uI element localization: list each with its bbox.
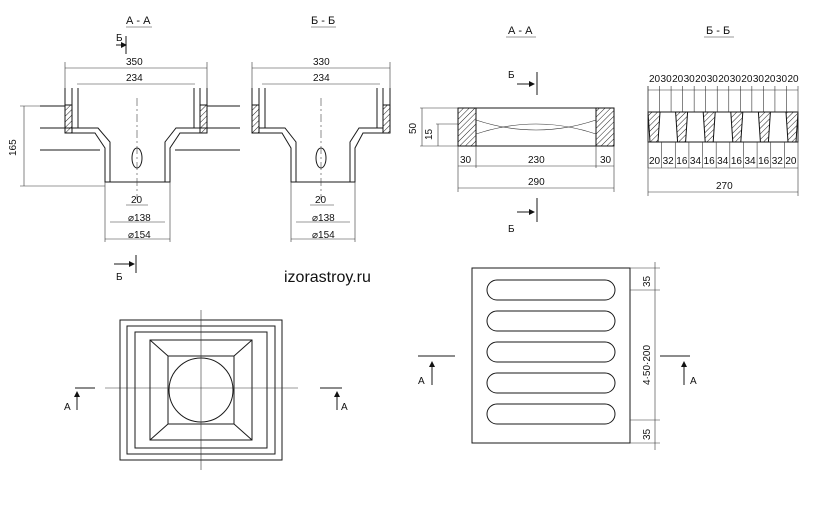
dim-grate-height: 50 — [408, 122, 419, 134]
drain-plan-view: А А — [64, 310, 348, 470]
grate-rib — [702, 111, 716, 143]
watermark: izorastroy.ru — [284, 269, 371, 286]
grate-rib — [785, 111, 799, 143]
top-dim-label: 20 — [649, 74, 661, 85]
top-dim-label: 30 — [730, 74, 742, 85]
dim-height-aa: 165 — [8, 139, 19, 156]
grate-section-aa: А - А Б 50 15 30 230 30 290 Б — [408, 25, 615, 235]
dim-inner-width-aa: 234 — [126, 73, 143, 84]
grate-ribs — [647, 111, 799, 143]
section-marker-b-bottom: Б — [116, 272, 123, 283]
top-dim-label: 20 — [672, 74, 684, 85]
section-title-aa-left: А - А — [126, 15, 151, 27]
top-dim-label: 20 — [718, 74, 730, 85]
dim-slot-bb: 20 — [315, 195, 327, 206]
dim-diam-outer-bb: ⌀154 — [312, 230, 335, 241]
dim-outer-width-bb: 330 — [313, 57, 330, 68]
top-dim-label: 20 — [695, 74, 707, 85]
dim-diam-inner-aa: ⌀138 — [128, 213, 151, 224]
dim-slot-aa: 20 — [131, 195, 143, 206]
section-marker-b-top: Б — [116, 33, 123, 44]
bottom-dim-label: 34 — [744, 156, 756, 167]
dim-grate-middle: 230 — [528, 155, 545, 166]
top-dim-label: 30 — [661, 74, 673, 85]
dim-grate-total: 290 — [528, 177, 545, 188]
dim-plan-bottom: 35 — [642, 428, 653, 440]
bottom-dim-label: 32 — [663, 156, 675, 167]
section-marker-a-left: А — [64, 402, 71, 413]
top-dim-label: 30 — [684, 74, 696, 85]
bottom-dim-label: 32 — [772, 156, 784, 167]
section-marker-b-top-grate: Б — [508, 70, 515, 81]
section-title-aa-right: А - А — [508, 25, 533, 37]
bottom-dim-label: 16 — [758, 156, 770, 167]
grate-slot — [486, 341, 616, 363]
section-marker-a-grate-left: А — [418, 376, 425, 387]
dim-grate-depth: 15 — [424, 128, 435, 140]
dim-outer-width-aa: 350 — [126, 57, 143, 68]
dim-diam-inner-bb: ⌀138 — [312, 213, 335, 224]
dim-diam-outer-aa: ⌀154 — [128, 230, 151, 241]
top-dim-label: 20 — [764, 74, 776, 85]
top-dim-label: 30 — [753, 74, 765, 85]
bottom-dim-label: 20 — [785, 156, 797, 167]
dim-plan-top: 35 — [642, 275, 653, 287]
bottom-dim-label: 16 — [731, 156, 743, 167]
grate-rib — [757, 111, 771, 143]
top-dim-label: 30 — [776, 74, 788, 85]
section-marker-b-bottom-grate: Б — [508, 224, 515, 235]
bottom-dim-label: 16 — [704, 156, 716, 167]
top-dim-label: 30 — [707, 74, 719, 85]
drain-section-bb: Б - Б 330 234 20 ⌀138 ⌀154 — [251, 15, 391, 242]
grate-slot — [486, 279, 616, 301]
grate-rib — [675, 111, 689, 143]
dim-grate-bb-total: 270 — [716, 181, 733, 192]
bottom-dim-label: 16 — [676, 156, 688, 167]
section-marker-a-right: А — [341, 402, 348, 413]
top-dim-label: 20 — [741, 74, 753, 85]
section-title-bb-right: Б - Б — [706, 25, 730, 37]
bottom-dim-label: 34 — [717, 156, 729, 167]
section-title-bb-left: Б - Б — [311, 15, 335, 27]
dim-inner-width-bb: 234 — [313, 73, 330, 84]
bottom-dim-label: 20 — [649, 156, 661, 167]
dim-grate-right: 30 — [600, 155, 612, 166]
drain-section-aa: А - А Б 350 234 165 — [8, 15, 240, 283]
top-dim-label: 20 — [787, 74, 799, 85]
grate-slots — [486, 279, 616, 425]
grate-plan-view: 35 4·50·200 35 А А — [418, 262, 697, 450]
grate-slot — [486, 403, 616, 425]
grate-slot — [486, 372, 616, 394]
dim-grate-left: 30 — [460, 155, 472, 166]
bottom-dim-label: 34 — [690, 156, 702, 167]
section-marker-a-grate-right: А — [690, 376, 697, 387]
dim-plan-middle: 4·50·200 — [642, 345, 653, 385]
grate-slot — [486, 310, 616, 332]
grate-rib — [730, 111, 744, 143]
grate-rib — [647, 111, 661, 143]
